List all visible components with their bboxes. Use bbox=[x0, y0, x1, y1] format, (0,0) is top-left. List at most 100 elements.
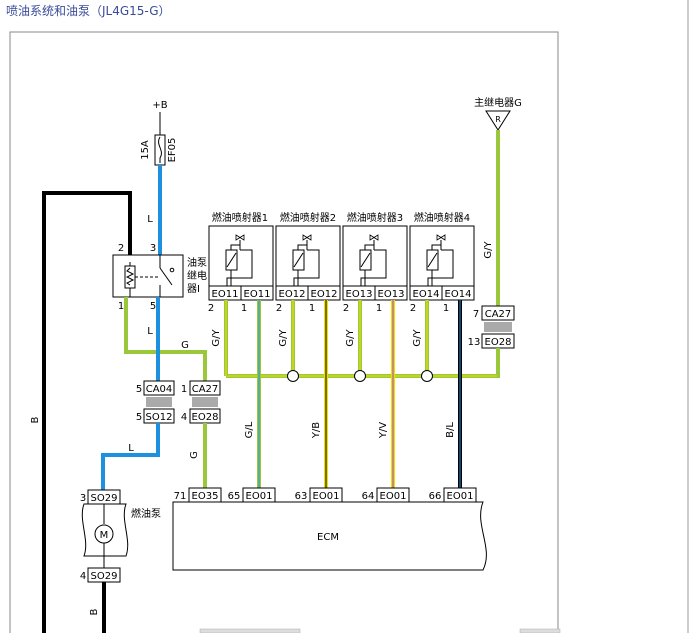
injector-conn-left-label: EO11 bbox=[212, 289, 239, 300]
ecm-pin-65: 65 bbox=[228, 491, 241, 502]
injector-valve-icon bbox=[359, 234, 387, 286]
injector-box bbox=[409, 225, 475, 287]
injector-box bbox=[342, 225, 408, 287]
connector-ca27-top bbox=[481, 305, 515, 321]
injector-name: 燃油喷射器4 bbox=[414, 211, 470, 224]
injector-2: 燃油喷射器2 EO12 EO12 2 1 G/Y Y/B bbox=[275, 211, 341, 488]
fuel-pump-label: 燃油泵 bbox=[131, 507, 161, 520]
eo28-top-pin: 13 bbox=[468, 337, 481, 348]
injector-name: 燃油喷射器3 bbox=[347, 211, 403, 224]
bottom-scroll-fragment-right bbox=[519, 628, 561, 633]
ca27-mid-name: CA27 bbox=[192, 384, 219, 395]
wire-label-l-top: L bbox=[147, 214, 153, 225]
injector-name: 燃油喷射器1 bbox=[212, 211, 268, 224]
injector-valve-icon bbox=[426, 234, 454, 286]
relay-pin-1: 1 bbox=[118, 301, 124, 312]
injector-box bbox=[275, 225, 341, 287]
so29-top-pin: 3 bbox=[80, 493, 86, 504]
eo28-mid-name: EO28 bbox=[192, 412, 219, 423]
wire-label-g-bottom: G bbox=[189, 451, 200, 459]
relay-name-line3: 器I bbox=[187, 283, 200, 295]
relay-pin-5: 5 bbox=[150, 301, 156, 312]
injector-pin-left: 2 bbox=[276, 303, 282, 314]
wire-label-l-mid: L bbox=[147, 326, 153, 337]
ecm-conn-63-label: EO01 bbox=[313, 491, 340, 502]
wire-label-l-bottom: L bbox=[128, 443, 134, 454]
injector-conn-left-label: EO14 bbox=[413, 289, 440, 300]
relay-name-line2: 继电 bbox=[187, 269, 207, 282]
ecm-conn-65-label: EO01 bbox=[246, 491, 273, 502]
injector-conn-right-label: EO11 bbox=[244, 289, 271, 300]
injector-pin-right: 1 bbox=[443, 303, 449, 314]
connector-separator-left bbox=[146, 397, 172, 407]
eo28-mid-pin: 4 bbox=[181, 412, 187, 423]
so29-bottom-pin: 4 bbox=[80, 571, 86, 582]
injector-box bbox=[208, 225, 274, 287]
injector-pin-left: 2 bbox=[208, 303, 214, 314]
injector-3: 燃油喷射器3 EO13 EO13 2 1 G/Y Y/V bbox=[342, 211, 408, 488]
so29-top-name: SO29 bbox=[91, 493, 118, 504]
ecm-conn-64-label: EO01 bbox=[380, 491, 407, 502]
connector-ca27-mid bbox=[189, 380, 221, 396]
ca27-mid-pin: 1 bbox=[181, 384, 187, 395]
wire-label-left: G/Y bbox=[412, 328, 423, 346]
wire-label-b-bottom: B bbox=[89, 608, 100, 615]
injector-valve-icon bbox=[292, 234, 320, 286]
wire-label-left: G/Y bbox=[345, 328, 356, 346]
page-title: 喷油系统和油泵（JL4G15-G） bbox=[6, 4, 171, 18]
connector-separator-top bbox=[484, 322, 512, 332]
injector-conn-left-label: EO13 bbox=[346, 289, 373, 300]
ca04-name: CA04 bbox=[146, 384, 173, 395]
wire-label-g-top: G bbox=[181, 340, 189, 351]
fuse-element-icon bbox=[158, 136, 162, 163]
wire-black-loop bbox=[42, 191, 132, 633]
so12-pin: 5 bbox=[136, 412, 142, 423]
ecm-pin-63: 63 bbox=[295, 491, 308, 502]
ecm-pin-71: 71 bbox=[174, 491, 187, 502]
injector-pin-right: 1 bbox=[376, 303, 382, 314]
so29-bottom-name: SO29 bbox=[91, 571, 118, 582]
ca27-top-pin: 7 bbox=[473, 309, 479, 320]
injector-conn-right-label: EO12 bbox=[311, 289, 338, 300]
injector-pin-right: 1 bbox=[309, 303, 315, 314]
relay-pin-2: 2 bbox=[118, 243, 124, 254]
injector-pin-left: 2 bbox=[343, 303, 349, 314]
power-label: +B bbox=[152, 100, 167, 111]
frame-border bbox=[9, 31, 559, 633]
splice-point bbox=[287, 370, 299, 382]
ecm-conn-66-label: EO01 bbox=[447, 491, 474, 502]
relay-box bbox=[112, 254, 184, 298]
fuse-rating: 15A bbox=[140, 140, 151, 160]
main-relay-triangle-icon bbox=[485, 110, 511, 131]
connector-separator-right bbox=[192, 397, 218, 407]
wire-label-left: G/Y bbox=[211, 328, 222, 346]
wire-green-relay bbox=[124, 297, 207, 381]
injector-conn-right-label: EO14 bbox=[445, 289, 472, 300]
ecm-connector-row: 71 EO35 65 EO01 63 EO01 64 EO01 66 EO01 bbox=[174, 487, 477, 503]
wire-label-right: Y/B bbox=[311, 422, 322, 439]
relay-contact-icon bbox=[169, 267, 175, 273]
injector-conn-right-label: EO13 bbox=[378, 289, 405, 300]
injector-4: 燃油喷射器4 EO14 EO14 2 1 G/Y B/L bbox=[409, 211, 475, 488]
injector-conn-left-label: EO12 bbox=[279, 289, 306, 300]
main-relay-terminal: R bbox=[495, 115, 501, 124]
injector-pin-left: 2 bbox=[410, 303, 416, 314]
relay-name-line1: 油泵 bbox=[187, 256, 207, 269]
ecm-pin-66: 66 bbox=[429, 491, 442, 502]
ca27-top-name: CA27 bbox=[485, 309, 512, 320]
motor-symbol: M bbox=[100, 530, 109, 541]
ecm-conn-71-label: EO35 bbox=[192, 491, 219, 502]
wire-label-b: B bbox=[30, 416, 41, 423]
wire-blue-pump bbox=[101, 423, 160, 490]
eo28-top-name: EO28 bbox=[485, 337, 512, 348]
injector-valve-icon bbox=[225, 234, 253, 286]
wire-label-right: B/L bbox=[445, 422, 456, 438]
main-relay-label: 主继电器G bbox=[474, 96, 522, 109]
splice-point bbox=[421, 370, 433, 382]
wire-label-right: Y/V bbox=[378, 422, 389, 439]
ecm-box bbox=[172, 501, 487, 571]
ecm-label: ECM bbox=[317, 532, 339, 543]
so12-name: SO12 bbox=[146, 412, 173, 423]
bottom-scroll-fragment bbox=[199, 628, 301, 633]
